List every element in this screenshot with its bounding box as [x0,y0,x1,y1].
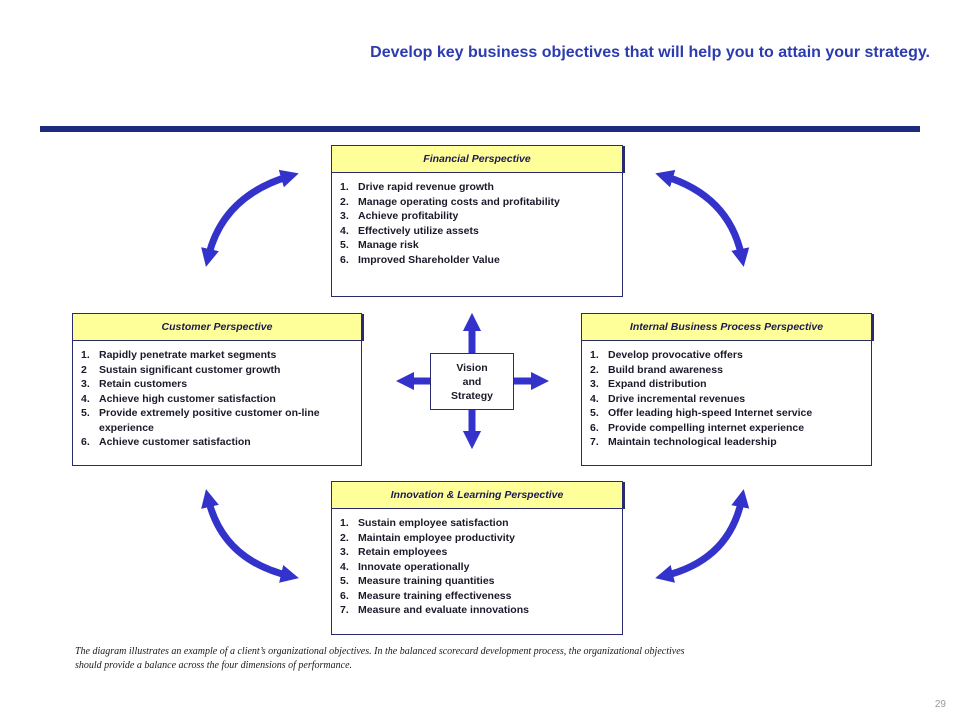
list-item: 5.Provide extremely positive customer on… [81,407,320,434]
list-item: 1.Drive rapid revenue growth [340,181,494,193]
list-item: 6.Achieve customer satisfaction [81,436,251,448]
vision-line-2: and [462,376,482,388]
list-item: 2.Manage operating costs and profitabili… [340,195,560,208]
vision-strategy-box: Vision and Strategy [430,353,514,410]
list-item: 3.Achieve profitability [340,210,459,222]
list-item: 6.Improved Shareholder Value [340,253,500,266]
list-item: 7.Measure and evaluate innovations [340,604,529,616]
financial-perspective-box: Financial Perspective 1.Drive rapid reve… [331,145,623,297]
vision-line-1: Vision [456,362,488,374]
list-item: 6.Measure training effectiveness [340,589,512,602]
list-item: 4.Innovate operationally [340,560,470,573]
list-item: 4.Achieve high customer satisfaction [81,392,276,405]
list-item: 1.Sustain employee satisfaction [340,517,509,529]
financial-perspective-header: Financial Perspective [332,146,622,173]
footnote-line-2: should provide a balance across the four… [75,660,353,671]
customer-perspective-box: Customer Perspective 1.Rapidly penetrate… [72,313,362,466]
footnote-line-1: The diagram illustrates an example of a … [75,646,685,657]
customer-perspective-header: Customer Perspective [73,314,361,341]
footnote: The diagram illustrates an example of a … [75,645,915,673]
list-item: 5.Offer leading high-speed Internet serv… [590,407,813,419]
list-item: 3.Retain customers [81,378,188,390]
cycle-arrow-bottom-left [201,489,299,583]
innovation-learning-perspective-header: Innovation & Learning Perspective [332,482,622,509]
cycle-arrow-top-right [655,169,750,267]
internal-process-perspective-header: Internal Business Process Perspective [582,314,871,341]
list-item: 4.Drive incremental revenues [590,392,746,405]
cycle-arrow-bottom-right [655,489,750,583]
internal-process-perspective-box: Internal Business Process Perspective 1.… [581,313,872,466]
list-item: 4.Effectively utilize assets [340,224,479,237]
cycle-arrow-top-left [201,169,299,267]
page-title: Develop key business objectives that wil… [370,44,930,61]
list-item: 1.Develop provocative offers [590,349,743,361]
title-rule [40,126,920,132]
list-item: 7.Maintain technological leadership [590,436,777,448]
list-item: 2.Build brand awareness [590,363,723,376]
list-item: 1.Rapidly penetrate market segments [81,349,277,361]
list-item: 6.Provide compelling internet experience [590,421,805,434]
list-item: 3.Retain employees [340,546,448,558]
innovation-objectives-list: 1.Sustain employee satisfaction 2.Mainta… [340,516,616,618]
list-item: 3.Expand distribution [590,378,707,390]
page-number: 29 [934,699,946,710]
innovation-learning-perspective-box: Innovation & Learning Perspective 1.Sust… [331,481,623,635]
list-item: 5.Manage risk [340,239,419,251]
list-item: 5.Measure training quantities [340,575,495,587]
list-item: 2.Maintain employee productivity [340,531,515,544]
internal-objectives-list: 1.Develop provocative offers 2.Build bra… [590,348,865,450]
vision-line-3: Strategy [450,390,493,402]
financial-objectives-list: 1.Drive rapid revenue growth 2.Manage op… [340,180,616,267]
